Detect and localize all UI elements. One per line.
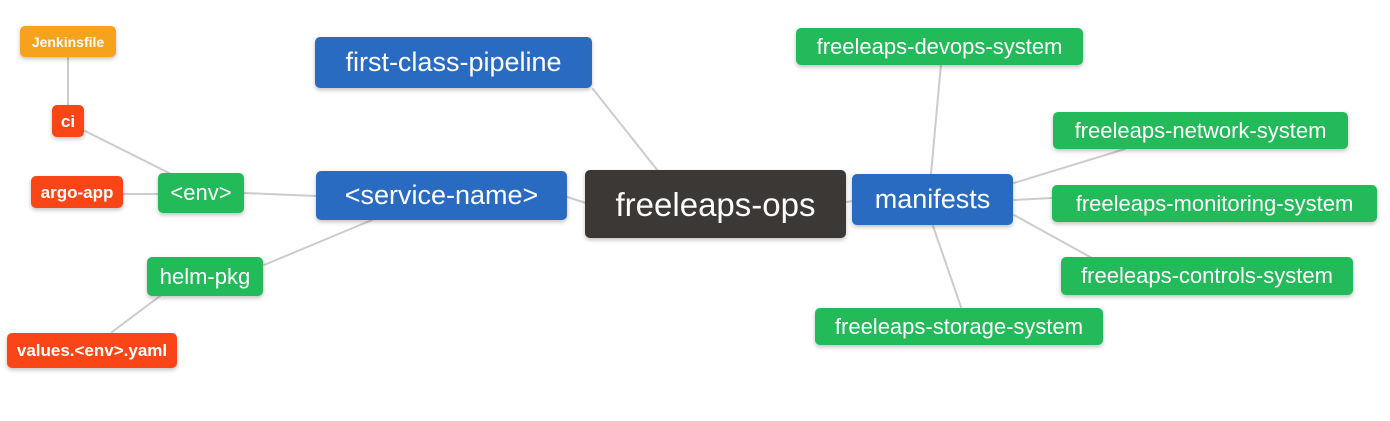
edge-freeleaps-ops-manifests xyxy=(845,200,854,203)
node-freeleaps-controls-system[interactable]: freeleaps-controls-system xyxy=(1061,257,1353,295)
edge-manifests-storage xyxy=(932,225,962,308)
node-service-name[interactable]: <service-name> xyxy=(316,171,567,220)
node-env[interactable]: <env> xyxy=(158,173,244,213)
edge-manifests-monitoring xyxy=(1013,197,1053,201)
node-jenkinsfile[interactable]: Jenkinsfile xyxy=(20,26,116,57)
node-argo-app[interactable]: argo-app xyxy=(31,176,123,208)
node-freeleaps-network-system[interactable]: freeleaps-network-system xyxy=(1053,112,1348,149)
node-helm-pkg[interactable]: helm-pkg xyxy=(147,257,263,296)
node-values-env-yaml[interactable]: values.<env>.yaml xyxy=(7,333,177,368)
edge-service-freeleaps-ops xyxy=(566,196,587,204)
node-freeleaps-monitoring-system[interactable]: freeleaps-monitoring-system xyxy=(1052,185,1377,222)
edge-env-service-name xyxy=(243,192,317,197)
node-freeleaps-devops-system[interactable]: freeleaps-devops-system xyxy=(796,28,1083,65)
edge-manifests-network xyxy=(1013,148,1126,184)
edge-manifests-controls xyxy=(1013,214,1093,259)
node-first-class-pipeline[interactable]: first-class-pipeline xyxy=(315,37,592,88)
edge-helm-pkg-service-name xyxy=(263,219,373,266)
edge-pipeline-freeleaps-ops xyxy=(592,88,659,172)
node-freeleaps-storage-system[interactable]: freeleaps-storage-system xyxy=(815,308,1103,345)
edge-values-yaml-helm-pkg xyxy=(111,295,161,333)
node-ci[interactable]: ci xyxy=(52,105,84,137)
node-freeleaps-ops[interactable]: freeleaps-ops xyxy=(585,170,846,238)
edge-manifests-devops xyxy=(930,63,942,175)
edge-ci-env xyxy=(84,130,174,176)
node-manifests[interactable]: manifests xyxy=(852,174,1013,225)
